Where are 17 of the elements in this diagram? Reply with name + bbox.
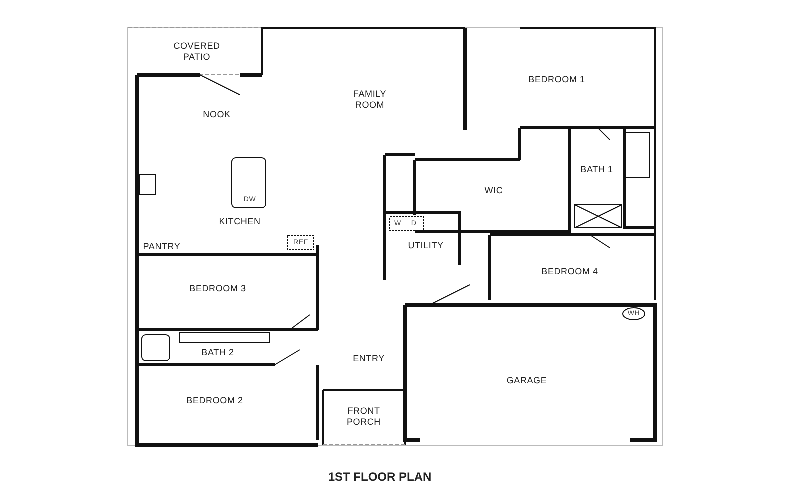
room-label: BEDROOM 4 <box>540 266 600 278</box>
room-label: FAMILY ROOM <box>352 89 388 111</box>
room-label: BEDROOM 1 <box>528 74 586 86</box>
room-label: KITCHEN <box>218 216 262 228</box>
room-label: GARAGE <box>506 376 548 386</box>
room-label: FRONT PORCH <box>346 406 382 428</box>
room-label: NOOK <box>202 110 232 120</box>
room-label: BEDROOM 3 <box>188 284 248 294</box>
room-label: BATH 1 <box>580 164 614 176</box>
room-label: UTILITY <box>407 240 445 252</box>
room-label: WIC <box>484 186 504 196</box>
room-label: ENTRY <box>352 354 386 364</box>
room-label: BATH 2 <box>200 348 236 358</box>
room-label: PANTRY <box>142 242 182 252</box>
room-label: COVERED PATIO <box>172 41 222 63</box>
room-label: BEDROOM 2 <box>186 396 244 406</box>
plan-caption: 1ST FLOOR PLAN <box>327 470 433 484</box>
